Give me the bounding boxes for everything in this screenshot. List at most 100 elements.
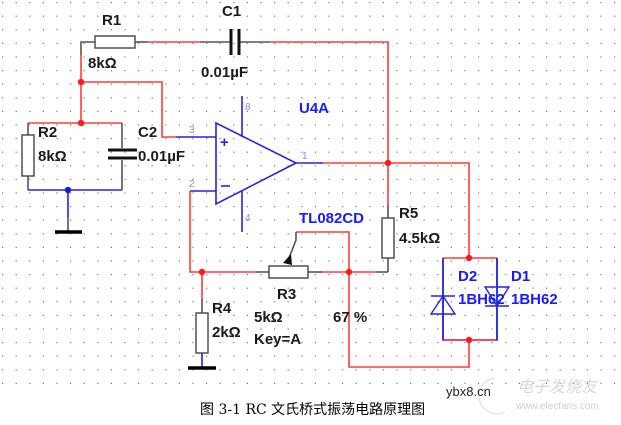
grid-dot — [450, 138, 452, 140]
grid-dot — [369, 83, 371, 85]
resistor-r2[interactable]: R2 8kΩ — [21, 124, 67, 177]
grid-dot — [586, 287, 588, 289]
grid-dot — [29, 219, 31, 221]
grid-dot — [586, 110, 588, 112]
grid-dot — [532, 70, 534, 72]
grid-dot — [396, 178, 398, 180]
grid-dot — [246, 314, 248, 316]
grid-dot — [246, 165, 248, 167]
grid-dot — [410, 70, 412, 72]
grid-dot — [464, 301, 466, 303]
grid-dot — [246, 110, 248, 112]
grid-dot — [178, 124, 180, 126]
grid-dot — [586, 178, 588, 180]
grid-dot — [29, 246, 31, 248]
r3-ref: R3 — [277, 286, 296, 303]
grid-dot — [423, 192, 425, 194]
grid-dot — [546, 355, 548, 357]
grid-dot — [464, 314, 466, 316]
grid-dot — [491, 192, 493, 194]
diode-d1[interactable]: D1 1BH62 — [483, 268, 558, 308]
grid-dot — [97, 328, 99, 330]
u4a-part: TL082CD — [299, 210, 364, 227]
grid-dot — [56, 178, 58, 180]
grid-dot — [165, 124, 167, 126]
grid-dot — [83, 342, 85, 344]
grid-dot — [29, 83, 31, 85]
grid-dot — [450, 219, 452, 221]
grid-dot — [206, 15, 208, 17]
capacitor-c1[interactable]: C1 0.01µF — [201, 3, 248, 81]
grid-dot — [138, 15, 140, 17]
grid-dot — [600, 42, 602, 44]
grid-dot — [138, 110, 140, 112]
grid-dot — [219, 328, 221, 330]
junction-dot — [345, 268, 353, 276]
grid-dot — [260, 56, 262, 58]
grid-dot — [110, 151, 112, 153]
grid-dot — [464, 260, 466, 262]
grid-dot — [192, 206, 194, 208]
resistor-r1[interactable]: R1 8kΩ — [88, 12, 136, 72]
grid-dot — [464, 192, 466, 194]
grid-dot — [491, 151, 493, 153]
grid-dot — [355, 328, 357, 330]
grid-dot — [206, 178, 208, 180]
grid-dot — [97, 192, 99, 194]
diode-d2[interactable]: D2 1BH62 — [429, 268, 505, 315]
grid-dot — [450, 355, 452, 357]
grid-dot — [600, 314, 602, 316]
grid-dot — [260, 206, 262, 208]
grid-dot — [600, 369, 602, 371]
grid-dot — [532, 233, 534, 235]
grid-dot — [56, 97, 58, 99]
grid-dot — [29, 178, 31, 180]
grid-dot — [151, 138, 153, 140]
grid-dot — [437, 382, 439, 384]
grid-dot — [2, 382, 4, 384]
grid-dot — [546, 165, 548, 167]
grid-dot — [437, 110, 439, 112]
potentiometer-r3[interactable]: R3 5kΩ Key=A 67 % — [254, 254, 367, 348]
grid-dot — [2, 56, 4, 58]
grid-dot — [410, 97, 412, 99]
grid-dot — [97, 355, 99, 357]
grid-dot — [491, 355, 493, 357]
grid-dot — [138, 328, 140, 330]
grid-dot — [246, 178, 248, 180]
grid-dot — [586, 219, 588, 221]
grid-dot — [70, 314, 72, 316]
grid-dot — [573, 233, 575, 235]
grid-dot — [192, 192, 194, 194]
grid-dot — [478, 206, 480, 208]
grid-dot — [219, 342, 221, 344]
grid-dot — [355, 301, 357, 303]
capacitor-c2[interactable]: C2 0.01µF — [108, 124, 185, 165]
grid-dot — [260, 110, 262, 112]
grid-dot — [532, 369, 534, 371]
grid-dot — [274, 178, 276, 180]
grid-dot — [70, 165, 72, 167]
grid-dot — [192, 124, 194, 126]
grid-dot — [97, 2, 99, 4]
opamp-u4a[interactable]: + 3 2 8 4 1 U4A TL082CD — [189, 96, 364, 232]
grid-dot — [15, 83, 17, 85]
grid-dot — [301, 355, 303, 357]
resistor-r5[interactable]: R5 4.5kΩ — [381, 205, 440, 259]
grid-dot — [450, 314, 452, 316]
resistor-r4[interactable]: R4 2kΩ — [195, 300, 241, 354]
grid-dot — [491, 70, 493, 72]
grid-dot — [83, 301, 85, 303]
grid-dot — [178, 83, 180, 85]
grid-dot — [246, 192, 248, 194]
plus-sign: + — [220, 134, 229, 151]
grid-dot — [314, 124, 316, 126]
grid-dot — [559, 260, 561, 262]
grid-dot — [246, 70, 248, 72]
grid-dot — [70, 97, 72, 99]
grid-dot — [342, 274, 344, 276]
grid-dot — [478, 287, 480, 289]
grid-dot — [42, 328, 44, 330]
grid-dot — [56, 151, 58, 153]
grid-dot — [396, 287, 398, 289]
